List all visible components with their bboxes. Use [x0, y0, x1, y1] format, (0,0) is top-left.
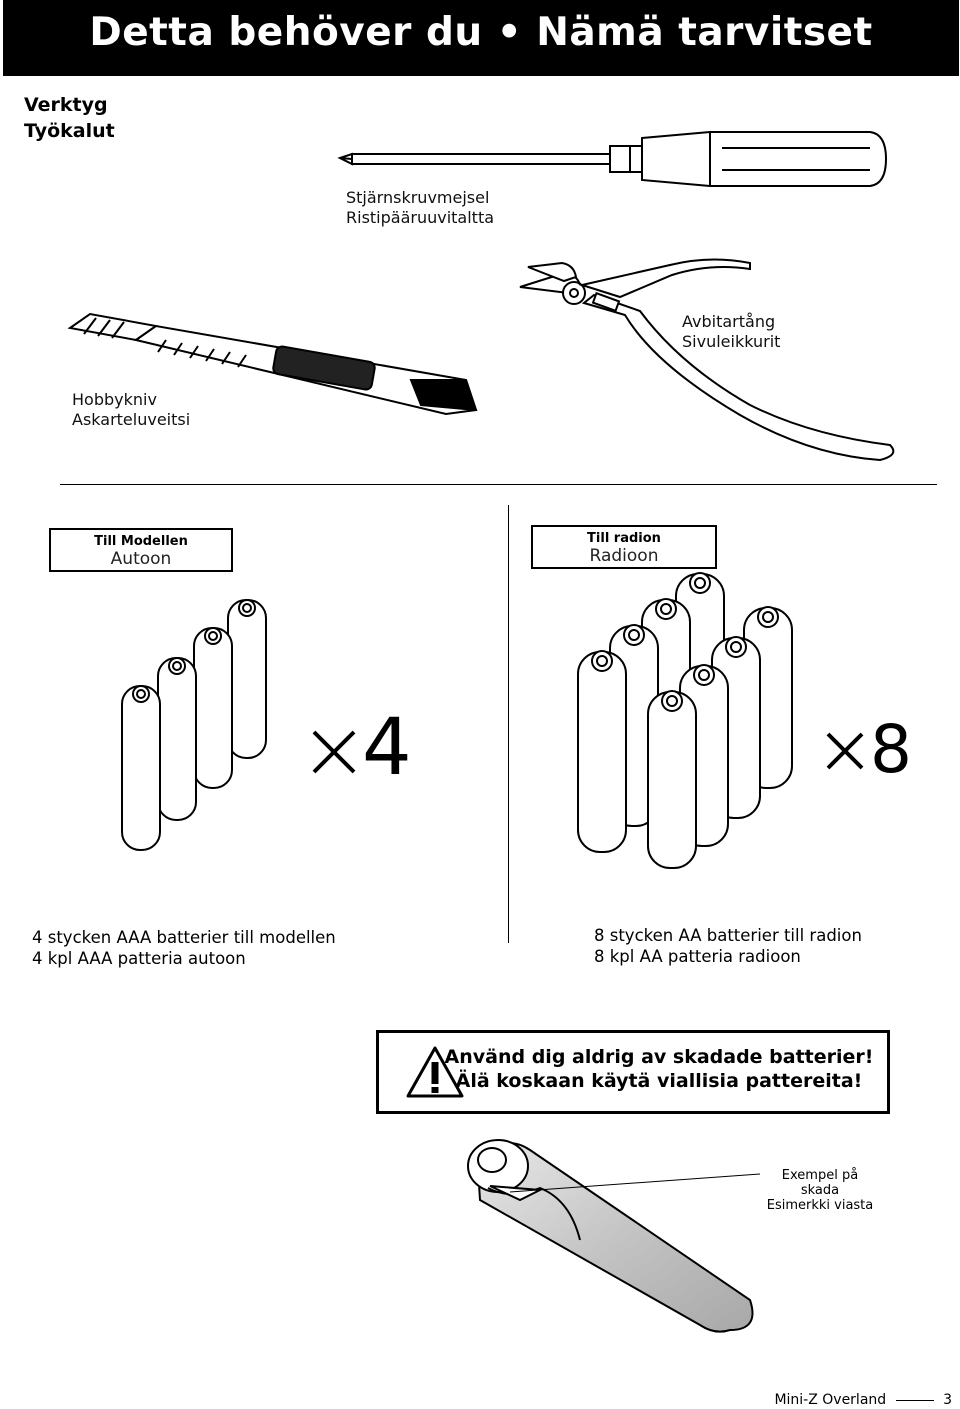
cutters-label-fi: Sivuleikkurit	[682, 332, 781, 351]
page-footer: Mini-Z Overland 3	[774, 1392, 952, 1408]
screwdriver-label-sv: Stjärnskruvmejsel	[346, 188, 490, 207]
aa-batteries-illustration	[577, 572, 793, 869]
quantity-x4: 4	[312, 712, 412, 782]
model-desc-fi: 4 kpl AAA patteria autoon	[32, 949, 246, 968]
screwdriver-label: Stjärnskruvmejsel Ristipääruuvitaltta	[346, 188, 494, 228]
footer-text: Mini-Z Overland	[774, 1392, 887, 1408]
knife-label-sv: Hobbykniv	[72, 390, 157, 409]
damaged-battery-illustration	[467, 1139, 760, 1333]
aaa-battery	[157, 657, 197, 821]
aa-battery	[577, 650, 627, 853]
model-label-box: Till Modellen Autoon	[49, 528, 233, 572]
quantity-x4-number: 4	[362, 712, 412, 782]
example-line1: Exempel på	[781, 1168, 859, 1183]
section-divider	[60, 484, 937, 485]
knife-illustration	[67, 312, 478, 416]
tools-heading-sv: Verktyg	[24, 94, 108, 116]
radio-label-fi: Radioon	[589, 546, 659, 566]
quantity-x8-number: 8	[870, 716, 912, 776]
aaa-batteries-illustration	[121, 599, 267, 851]
example-line2: skada	[800, 1183, 840, 1198]
aaa-battery	[227, 599, 267, 759]
quantity-x8: 8	[826, 716, 912, 776]
cutters-label: Avbitartång Sivuleikkurit	[682, 312, 780, 352]
footer-rule	[895, 1399, 934, 1401]
screwdriver-label-fi: Ristipääruuvitaltta	[346, 208, 495, 227]
warning-triangle-icon	[406, 1046, 464, 1098]
aaa-battery	[193, 627, 233, 789]
screwdriver-illustration	[337, 131, 888, 187]
knife-label-fi: Askarteluveitsi	[72, 410, 191, 429]
cutters-illustration	[519, 258, 895, 462]
column-divider	[508, 505, 509, 943]
page-title: Detta behöver du • Nämä tarvitset	[89, 10, 873, 55]
warning-line-sv: Använd dig aldrig av skadade batterier!	[444, 1046, 874, 1068]
aaa-battery	[121, 685, 161, 851]
aa-battery	[647, 690, 697, 869]
tools-heading: Verktyg Työkalut	[24, 92, 115, 144]
warning-line-fi: Älä koskaan käytä viallisia pattereita!	[455, 1070, 863, 1092]
warning-text: Använd dig aldrig av skadade batterier! …	[439, 1045, 879, 1093]
model-battery-description: 4 stycken AAA batterier till modellen 4 …	[32, 927, 336, 969]
radio-label-sv: Till radion	[587, 531, 661, 546]
model-desc-sv: 4 stycken AAA batterier till modellen	[32, 928, 336, 947]
radio-battery-description: 8 stycken AA batterier till radion 8 kpl…	[594, 925, 862, 967]
model-label-fi: Autoon	[110, 549, 172, 569]
example-line3: Esimerkki viasta	[766, 1198, 874, 1213]
damage-example-label: Exempel på skada Esimerkki viasta	[755, 1168, 885, 1213]
tools-heading-fi: Työkalut	[24, 120, 115, 142]
cutters-label-sv: Avbitartång	[682, 312, 776, 331]
model-label-sv: Till Modellen	[94, 534, 188, 549]
warning-box: Använd dig aldrig av skadade batterier! …	[376, 1030, 890, 1114]
radio-label-box: Till radion Radioon	[531, 525, 717, 569]
radio-desc-sv: 8 stycken AA batterier till radion	[594, 926, 862, 945]
page-number: 3	[943, 1392, 952, 1408]
header-bar: Detta behöver du • Nämä tarvitset	[3, 0, 959, 76]
radio-desc-fi: 8 kpl AA patteria radioon	[594, 947, 801, 966]
knife-label: Hobbykniv Askarteluveitsi	[72, 390, 190, 430]
